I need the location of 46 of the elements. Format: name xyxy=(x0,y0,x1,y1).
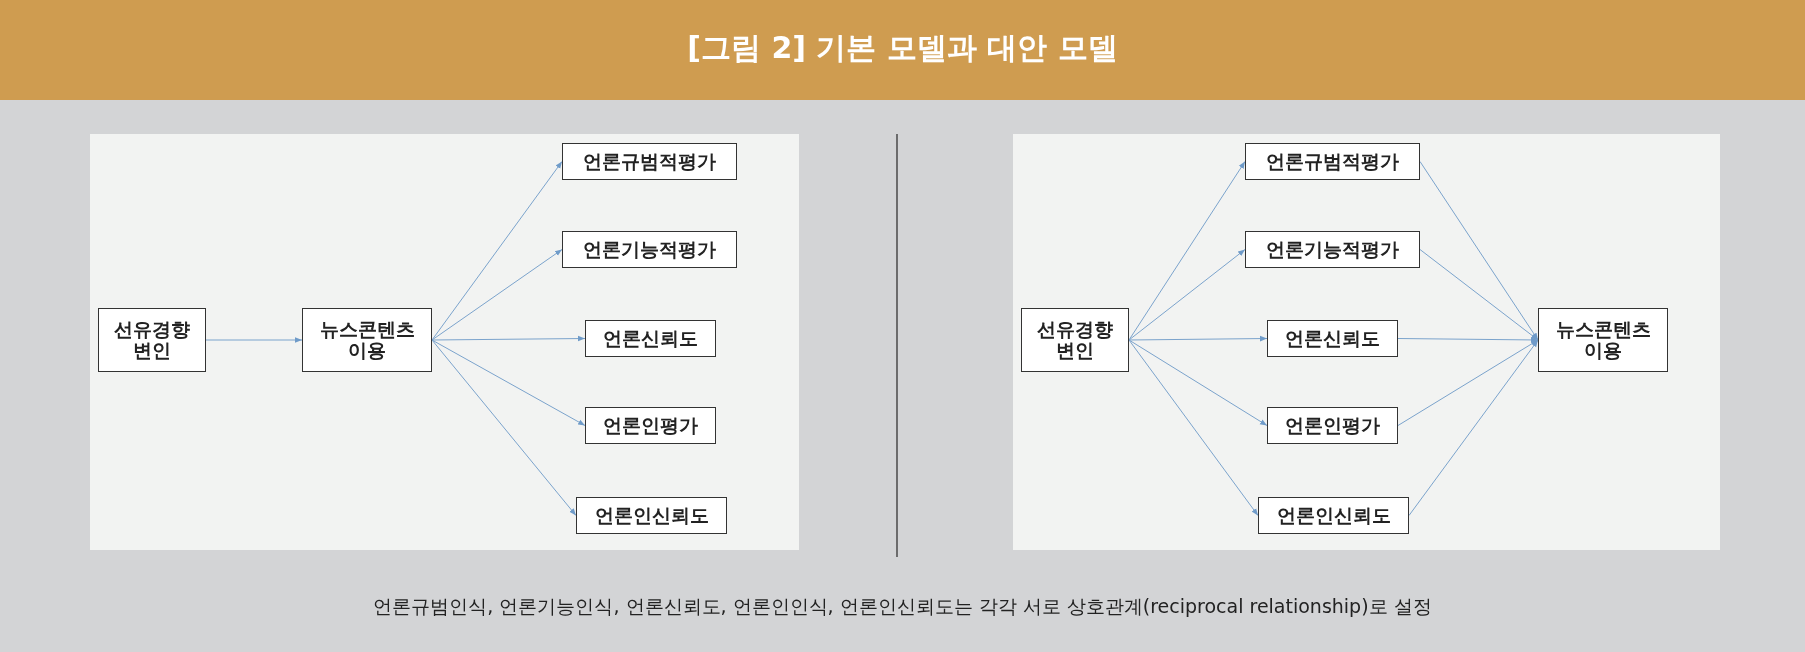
arrow xyxy=(1397,337,1539,343)
process-box xyxy=(1021,308,1129,372)
process-box xyxy=(1267,407,1398,444)
process-box xyxy=(1258,497,1409,534)
caption: 언론규범인식, 언론기능인식, 언론신뢰도, 언론인인식, 언론인신뢰도는 각각 서로 상호관계(reciprocal relationship)로 설정 xyxy=(372,594,1433,619)
node-label: 뉴스콘텐츠 이용 xyxy=(1554,319,1652,361)
process-box xyxy=(585,320,716,357)
node-label: 언론신뢰도 xyxy=(602,328,699,349)
arrow xyxy=(1419,249,1539,341)
title: [그림 2] 기본 모델과 대안 모델 xyxy=(686,29,1119,67)
arrow xyxy=(1408,339,1539,516)
node-label: 언론신뢰도 xyxy=(1284,328,1381,349)
node-label: 언론인평가 xyxy=(602,415,699,436)
process-box xyxy=(98,308,206,372)
process-box xyxy=(302,308,432,372)
node-label: 언론규범적평가 xyxy=(1265,151,1400,172)
arrow xyxy=(431,339,577,516)
arrow xyxy=(1128,249,1246,341)
process-box xyxy=(562,231,737,268)
node-label: 언론인신뢰도 xyxy=(593,505,710,526)
node-label: 선유경향 변인 xyxy=(1036,319,1114,361)
process-box xyxy=(1245,231,1420,268)
arrow xyxy=(1419,161,1539,341)
arrow xyxy=(431,249,563,341)
arrow xyxy=(1128,335,1268,342)
node-label: 언론기능적평가 xyxy=(1265,239,1400,260)
node-label: 선유경향 변인 xyxy=(113,319,191,361)
process-box xyxy=(1267,320,1398,357)
process-box xyxy=(576,497,727,534)
process-box xyxy=(1245,143,1420,180)
arrow xyxy=(1128,339,1268,426)
arrow xyxy=(1128,339,1259,516)
node-label: 뉴스콘텐츠 이용 xyxy=(318,319,416,361)
process-box xyxy=(562,143,737,180)
process-box xyxy=(1538,308,1668,372)
arrow xyxy=(431,339,586,426)
arrow xyxy=(1397,339,1539,426)
node-label: 언론인평가 xyxy=(1284,415,1381,436)
process-box xyxy=(585,407,716,444)
arrow xyxy=(205,337,303,343)
node-label: 언론인신뢰도 xyxy=(1275,505,1392,526)
arrow xyxy=(431,161,563,341)
node-label: 언론규범적평가 xyxy=(582,151,717,172)
arrow xyxy=(1128,161,1246,341)
node-label: 언론기능적평가 xyxy=(582,239,717,260)
arrow xyxy=(431,335,586,342)
